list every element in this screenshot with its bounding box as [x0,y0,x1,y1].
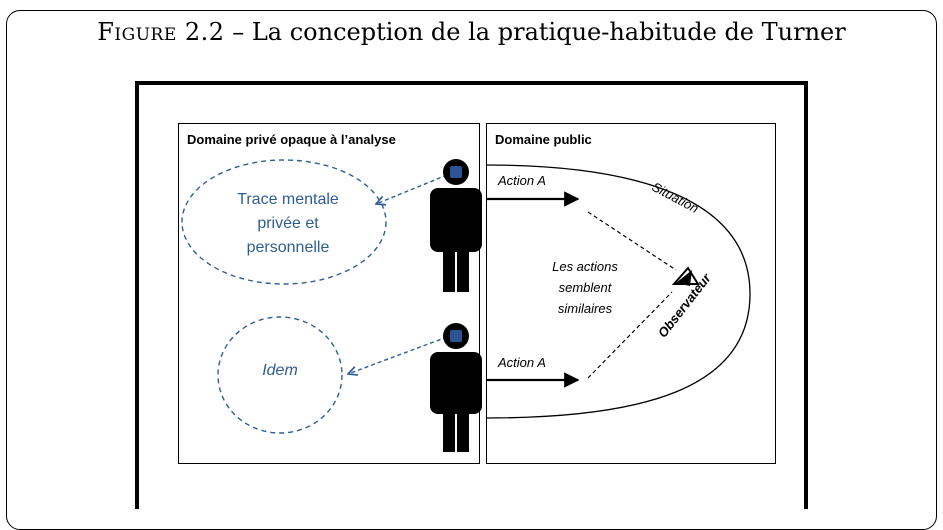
public-domain-panel: Domaine public [486,123,776,464]
similar-actions-text: Les actions semblent similaires [530,256,640,319]
sight-line-bottom [587,291,673,379]
similar-line: similaires [557,301,613,316]
similar-line: Les actions [552,259,618,274]
trace-mentale-text: Trace mentale privée et personnelle [188,188,388,260]
private-domain-title: Domaine privé opaque à l’analyse [187,132,396,147]
idem-text: Idem [262,362,298,379]
idem-arrow [348,336,448,374]
public-domain-title: Domaine public [495,132,592,147]
diagram-graphics [181,159,751,452]
trace-line: personnelle [246,239,330,256]
person-silhouette-icon [430,323,482,452]
sight-line-top [587,211,677,271]
diagram-outer-border [135,81,808,509]
action-a-top-label: Action A [498,173,546,188]
similar-line: semblent [558,280,612,295]
figure-label: Figure 2.2 [97,18,225,46]
situation-curve [485,164,751,419]
trace-arrow [376,174,448,204]
caption-separator: – [232,18,245,46]
trace-line: privée et [257,215,319,232]
action-a-bottom-label: Action A [498,355,546,370]
figure-title: La conception de la pratique-habitude de… [251,18,846,46]
person-silhouette-icon [430,159,482,292]
trace-line: Trace mentale [237,191,339,208]
observer-eye-icon [671,266,700,286]
figure-caption: Figure 2.2 – La conception de la pratiqu… [0,18,943,46]
private-trace-ellipse [181,159,387,285]
idem-ellipse [217,316,343,434]
